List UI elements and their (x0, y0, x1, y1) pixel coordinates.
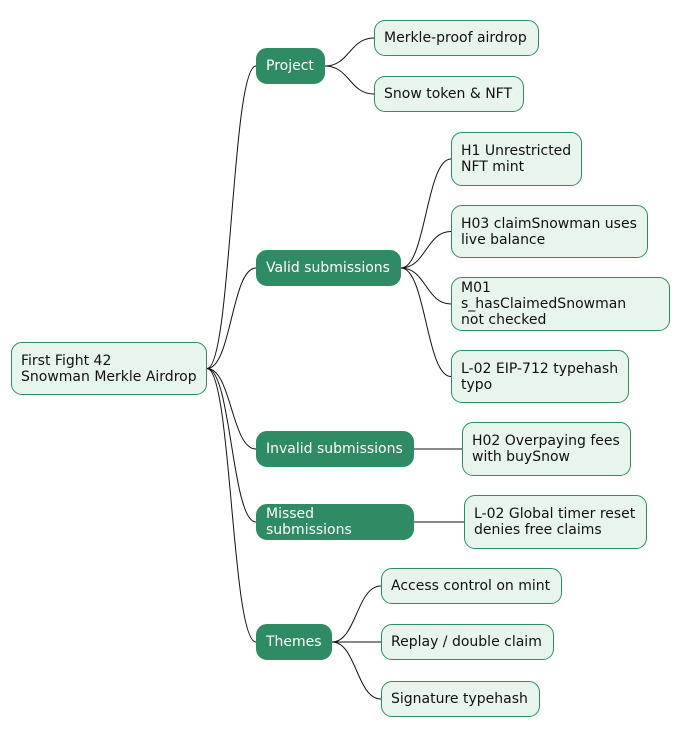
leaf-node-themes-1: Replay / double claim (381, 624, 554, 660)
leaf-node-themes-2: Signature typehash (381, 681, 540, 717)
branch-node-themes: Themes (256, 624, 332, 660)
connector-leaf-project-0 (324, 37, 375, 67)
connector-leaf-themes-2 (331, 641, 382, 700)
leaf-node-valid-0: H1 Unrestricted NFT mint (451, 132, 582, 186)
leaf-node-valid-2: M01 s_hasClaimedSnowman not checked (451, 277, 670, 331)
branch-node-missed: Missed submissions (256, 504, 414, 540)
leaf-node-themes-0: Access control on mint (381, 568, 562, 604)
connector-branch-themes (206, 368, 257, 643)
branch-node-invalid: Invalid submissions (256, 431, 414, 467)
connector-leaf-valid-0 (400, 158, 452, 269)
leaf-node-invalid-0: H02 Overpaying fees with buySnow (462, 422, 631, 476)
connector-branch-project (206, 65, 257, 369)
leaf-node-project-0: Merkle-proof airdrop (374, 20, 539, 56)
connector-branch-invalid (206, 368, 257, 450)
leaf-node-missed-0: L-02 Global timer reset denies free clai… (464, 495, 647, 549)
leaf-node-project-1: Snow token & NFT (374, 76, 524, 112)
leaf-node-valid-3: L-02 EIP-712 typehash typo (451, 350, 629, 403)
root-node: First Fight 42 Snowman Merkle Airdrop (11, 342, 207, 395)
connector-branch-valid (206, 267, 257, 369)
connector-branch-missed (206, 368, 257, 523)
connector-leaf-valid-1 (400, 231, 452, 269)
branch-node-valid: Valid submissions (256, 250, 401, 286)
leaf-node-valid-1: H03 claimSnowman uses live balance (451, 205, 648, 258)
connector-leaf-valid-3 (400, 267, 452, 377)
connector-leaf-project-1 (324, 65, 375, 95)
branch-node-project: Project (256, 48, 325, 84)
connector-leaf-themes-0 (331, 585, 382, 643)
connector-leaf-valid-2 (400, 267, 452, 305)
